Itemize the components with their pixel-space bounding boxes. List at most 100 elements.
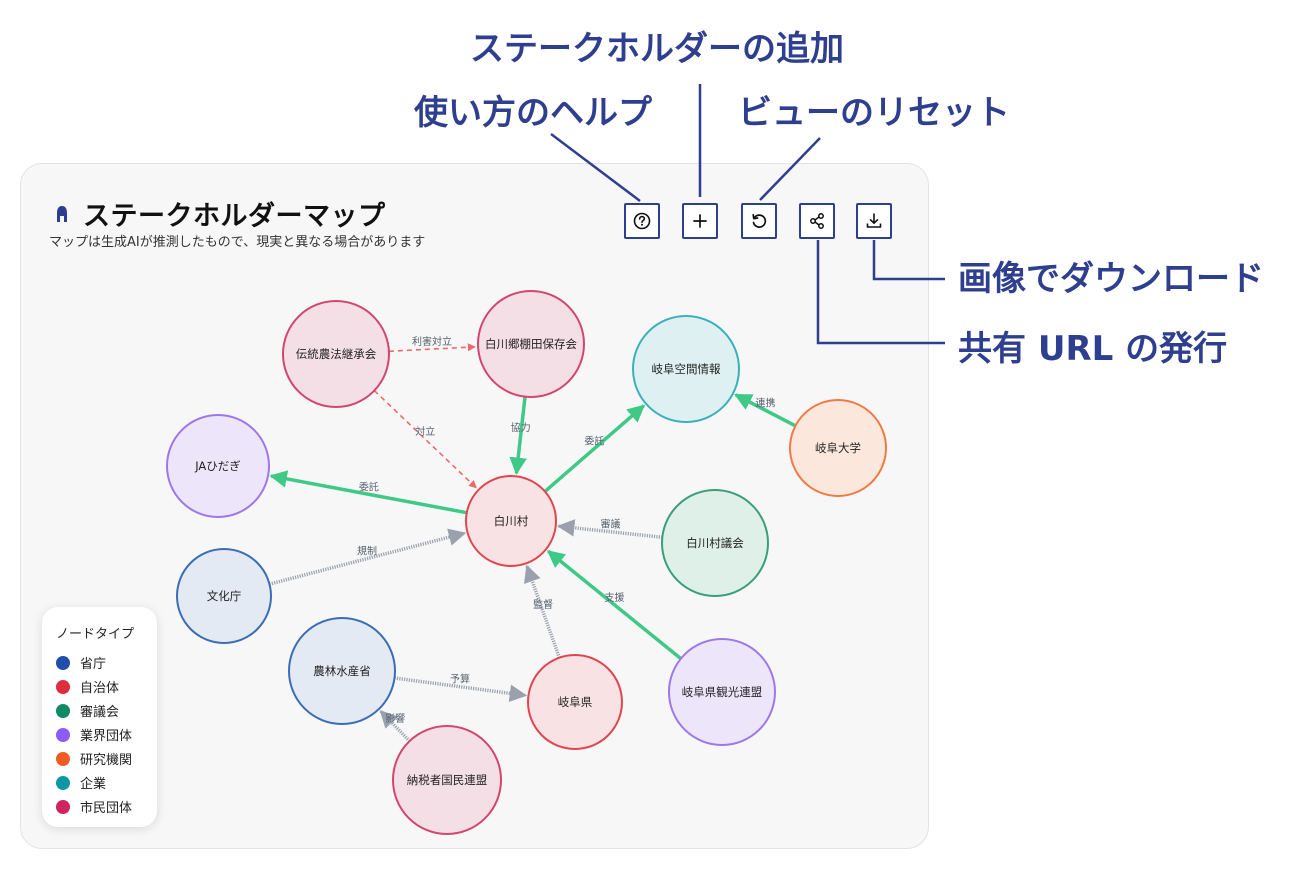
node-label: 白川村議会: [686, 536, 744, 550]
edge-label: 支援: [605, 591, 625, 604]
page-title: ステークホルダーマップ: [83, 201, 386, 232]
share-icon: [810, 213, 824, 229]
help-icon: [633, 212, 651, 230]
node-label: 白川村: [494, 514, 529, 528]
legend-dot: [56, 703, 70, 718]
edge-line: [394, 676, 528, 703]
legend-dot: [56, 727, 70, 742]
legend-label: 業界団体: [80, 729, 133, 744]
edge-label: 規制: [357, 545, 377, 558]
edge-line: [509, 396, 527, 476]
node-label: 岐阜大学: [815, 441, 861, 455]
add-stakeholder-button[interactable]: [682, 203, 718, 239]
stakeholder-node[interactable]: 伝統農法継承会: [282, 300, 390, 408]
edge-line: [269, 528, 467, 586]
stakeholder-node[interactable]: JAひだぎ: [166, 414, 270, 518]
edge-label: 予算: [450, 673, 470, 686]
legend-item: 業界団体: [56, 725, 132, 744]
node-circle[interactable]: [282, 300, 390, 408]
stakeholder-node[interactable]: 文化庁: [176, 548, 272, 644]
edge-label: 利害対立: [412, 335, 452, 348]
stakeholder-node[interactable]: 岐阜大学: [789, 399, 887, 497]
legend-item: 審議会: [56, 701, 119, 720]
legend-label: 企業: [80, 777, 107, 792]
share-callout-line: [816, 240, 945, 345]
node-circle[interactable]: [288, 617, 396, 725]
edge-line: [734, 393, 797, 428]
stakeholder-graph[interactable]: 利害対立対立協力委託連携委託審議規制監督支援予算影響 伝統農法継承会白川郷棚田保…: [21, 164, 928, 848]
stakeholder-node[interactable]: 納税者国民連盟: [392, 725, 502, 835]
node-circle[interactable]: [477, 290, 585, 398]
node-circle[interactable]: [632, 315, 740, 423]
edge-line: [524, 564, 561, 659]
edge-line: [379, 710, 411, 743]
reset-callout-line: [759, 137, 821, 201]
legend-dot: [56, 655, 70, 670]
edge-label: 協力: [511, 421, 531, 434]
node-circle[interactable]: [166, 414, 270, 518]
node-circle[interactable]: [789, 399, 887, 497]
legend-item: 市民団体: [56, 797, 132, 816]
help-callout-line: [550, 133, 641, 202]
callout-download-image: 画像でダウンロード: [958, 259, 1264, 299]
node-label: 伝統農法継承会: [296, 347, 377, 361]
edge-label: 監督: [533, 598, 553, 611]
legend-dot: [56, 751, 70, 766]
edge-line: [373, 390, 477, 489]
edge-line: [546, 549, 682, 660]
stakeholder-node[interactable]: 白川郷棚田保存会: [477, 290, 585, 398]
edge-line: [269, 470, 468, 515]
node-label: 岐阜県: [558, 695, 593, 709]
page-subtitle: マップは生成AIが推測したもので、現実と異なる場合があります: [49, 235, 426, 250]
legend-title: ノードタイプ: [56, 627, 135, 642]
plus-icon: [693, 214, 707, 228]
legend-dot: [56, 679, 70, 694]
legend-item: 自治体: [56, 677, 119, 696]
stakeholder-node[interactable]: 白川村議会: [661, 489, 769, 597]
download-icon: [866, 213, 882, 228]
reset-icon: [752, 213, 767, 228]
node-circle[interactable]: [465, 475, 557, 567]
help-button[interactable]: [624, 203, 660, 239]
node-label: 岐阜空間情報: [652, 362, 721, 376]
legend-item: 研究機関: [56, 749, 132, 768]
edge-label: 対立: [415, 425, 435, 438]
node-circle[interactable]: [392, 725, 502, 835]
edge-label: 連携: [756, 396, 776, 409]
legend-label: 審議会: [80, 705, 120, 720]
node-circle[interactable]: [668, 638, 776, 746]
edge-label: 委託: [584, 435, 604, 448]
title-row: ステークホルダーマップ: [55, 194, 386, 233]
edge-line: [556, 519, 663, 540]
edge-line: [543, 404, 646, 493]
legend-label: 研究機関: [80, 753, 133, 768]
stakeholder-node[interactable]: 白川村: [465, 475, 557, 567]
stakeholder-node[interactable]: 岐阜空間情報: [632, 315, 740, 423]
legend-item: 省庁: [56, 653, 106, 672]
node-label: 文化庁: [207, 589, 242, 603]
node-circle[interactable]: [176, 548, 272, 644]
reset-view-button[interactable]: [741, 203, 777, 239]
callout-reset-view: ビューのリセット: [738, 93, 1010, 133]
edge-label: 委託: [359, 480, 379, 493]
node-label: 納税者国民連盟: [407, 773, 488, 787]
node-label: 白川郷棚田保存会: [485, 337, 577, 351]
node-label: 農林水産省: [313, 664, 371, 678]
stakeholder-node[interactable]: 農林水産省: [288, 617, 396, 725]
callout-add-stakeholder: ステークホルダーの追加: [470, 29, 844, 69]
node-label: 岐阜県観光連盟: [682, 685, 763, 699]
legend-label: 市民団体: [80, 801, 133, 816]
download-image-button[interactable]: [856, 203, 892, 239]
person-icon: [57, 205, 67, 222]
callout-share-url: 共有 URL の発行: [958, 329, 1228, 369]
legend-dot: [56, 775, 70, 790]
node-circle[interactable]: [661, 489, 769, 597]
legend-label: 省庁: [80, 657, 107, 672]
legend-item: 企業: [56, 773, 106, 792]
share-url-button[interactable]: [799, 203, 835, 239]
node-circle[interactable]: [527, 654, 623, 750]
stakeholder-node[interactable]: 岐阜県: [527, 654, 623, 750]
edge-label: 審議: [601, 518, 621, 531]
stakeholder-node[interactable]: 岐阜県観光連盟: [668, 638, 776, 746]
